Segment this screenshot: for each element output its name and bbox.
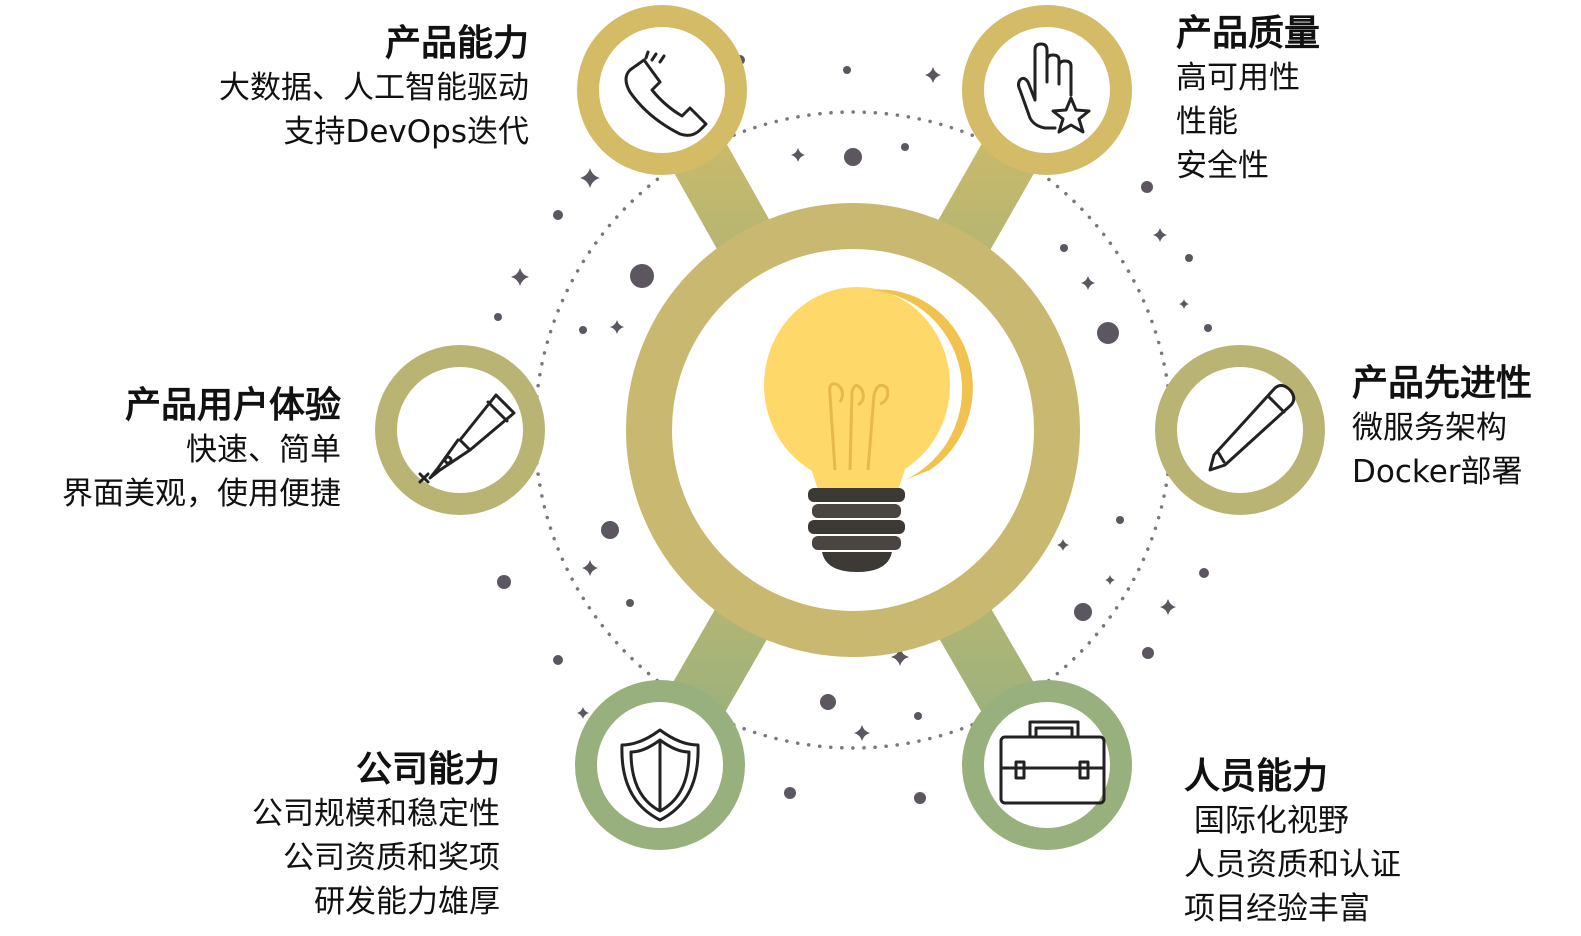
node-line: 项目经验丰富 — [1184, 891, 1370, 927]
decor-sparkle — [577, 707, 589, 719]
decor-sparkle — [610, 320, 624, 334]
decor-sparkle — [511, 268, 529, 286]
node-title: 人员能力 — [1184, 756, 1329, 797]
node-line: 公司规模和稳定性 — [252, 796, 500, 832]
decor-dots — [494, 55, 1212, 804]
decor-sparkles — [511, 67, 1189, 741]
decor-dot — [626, 599, 634, 607]
decor-dot — [1060, 244, 1068, 252]
decor-dot — [1097, 322, 1119, 344]
shield-icon — [620, 728, 700, 822]
node-title: 产品用户体验 — [124, 385, 341, 426]
lightbulb-icon — [764, 287, 973, 572]
node-top-left: 产品能力 大数据、人工智能驱动 支持DevOps迭代 — [219, 22, 529, 154]
node-ring-bottom-right — [962, 680, 1132, 850]
node-line: 大数据、人工智能驱动 — [219, 70, 529, 106]
decor-sparkle — [580, 168, 600, 188]
decor-dot — [820, 694, 836, 710]
node-ring-mid-right — [1155, 345, 1325, 515]
decor-sparkle — [1057, 539, 1069, 551]
decor-dot — [1142, 647, 1154, 659]
decor-dot — [914, 712, 922, 720]
node-line: 界面美观，使用便捷 — [62, 476, 341, 512]
decor-sparkle — [854, 725, 870, 741]
node-line: 高可用性 — [1176, 60, 1300, 96]
decor-dot — [1204, 324, 1212, 332]
decor-dot — [494, 313, 502, 321]
node-ring-mid-left — [375, 345, 545, 515]
decor-dot — [497, 575, 511, 589]
node-mid-left: 产品用户体验 快速、简单 界面美观，使用便捷 — [62, 384, 341, 516]
node-line: 公司资质和奖项 — [283, 840, 500, 876]
hand-star-icon — [1017, 42, 1091, 134]
node-top-right: 产品质量 高可用性 性能 安全性 — [1176, 12, 1320, 188]
node-title: 产品能力 — [384, 23, 529, 64]
decor-dot — [914, 792, 926, 804]
node-line: 支持DevOps迭代 — [283, 114, 529, 150]
node-title: 产品先进性 — [1352, 363, 1533, 404]
briefcase-icon — [999, 720, 1106, 805]
decor-sparkle — [891, 648, 909, 666]
node-bottom-left: 公司能力 公司规模和稳定性 公司资质和奖项 研发能力雄厚 — [252, 748, 500, 924]
node-line: 研发能力雄厚 — [314, 884, 500, 920]
node-line: 人员资质和认证 — [1184, 847, 1401, 883]
decor-dot — [1141, 181, 1153, 193]
decor-dot — [553, 210, 563, 220]
decor-dot — [784, 787, 796, 799]
node-title: 公司能力 — [355, 749, 500, 790]
decor-sparkle — [1153, 228, 1167, 242]
node-line: 性能 — [1176, 104, 1238, 140]
node-line: 国际化视野 — [1184, 803, 1349, 839]
decor-sparkle — [1105, 575, 1115, 585]
decor-dot — [1199, 568, 1209, 578]
node-mid-right: 产品先进性 微服务架构 Docker部署 — [1352, 362, 1532, 494]
decor-dot — [630, 264, 654, 288]
decor-dot — [1074, 603, 1092, 621]
decor-sparkle — [791, 148, 805, 162]
decor-dot — [1185, 254, 1193, 262]
decor-sparkle — [1081, 276, 1095, 290]
node-line: Docker部署 — [1352, 454, 1523, 490]
decor-dot — [553, 655, 563, 665]
phone-icon — [624, 50, 708, 137]
pen-nib-icon — [418, 393, 516, 484]
node-line: 安全性 — [1176, 148, 1269, 184]
node-ring-top-right — [962, 5, 1132, 175]
decor-dot — [579, 326, 587, 334]
decor-dot — [1116, 516, 1124, 524]
node-ring-top-left — [577, 5, 747, 175]
node-line: 快速、简单 — [186, 432, 341, 468]
decor-sparkle — [925, 67, 941, 83]
decor-dot — [843, 66, 851, 74]
decor-dot — [601, 521, 619, 539]
pencil-icon — [1208, 383, 1296, 472]
node-line: 微服务架构 — [1352, 410, 1507, 446]
decor-sparkle — [582, 560, 598, 576]
node-rings — [375, 5, 1325, 850]
decor-dot — [844, 148, 862, 166]
node-title: 产品质量 — [1176, 13, 1321, 54]
node-bottom-right: 人员能力 国际化视野 人员资质和认证 项目经验丰富 — [1184, 755, 1401, 931]
decor-sparkle — [1160, 599, 1176, 615]
decor-dot — [901, 143, 909, 151]
decor-sparkle — [1179, 299, 1189, 309]
